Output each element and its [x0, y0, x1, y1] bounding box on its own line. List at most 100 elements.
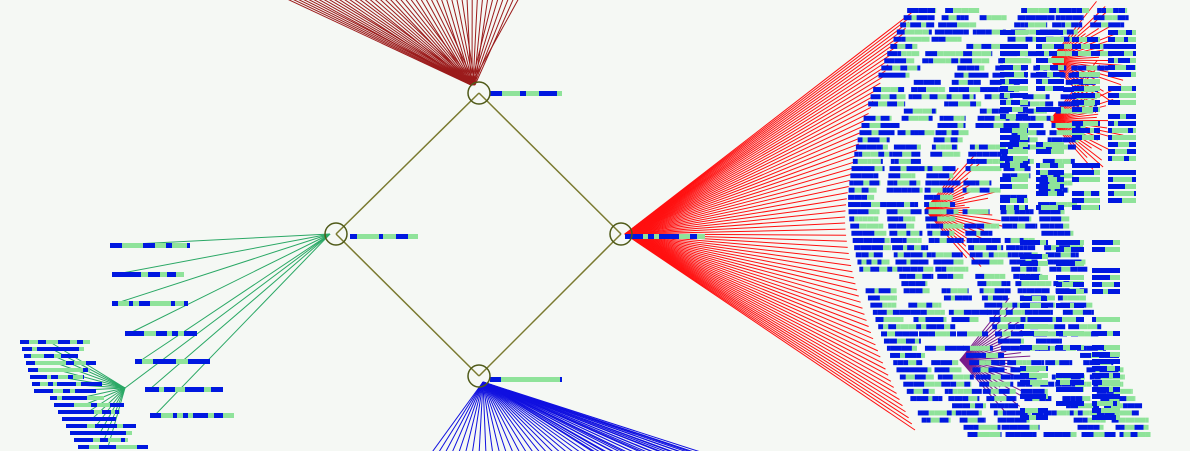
leaf-label-segment [1023, 107, 1028, 112]
leaf-label-segment [1014, 205, 1019, 210]
right-cluster-edge [624, 82, 881, 235]
leaf-label-segment [1108, 289, 1120, 294]
leaf-label-segment [53, 382, 57, 386]
leaf-label [1108, 191, 1136, 196]
leaf-label-segment [997, 410, 1003, 416]
leaf-label-segment [904, 29, 915, 35]
leaf-label-segment [156, 331, 167, 336]
leaf-label-segment [1006, 65, 1013, 70]
hub-node-bottom[interactable] [467, 364, 491, 388]
leaf-label-segment [989, 381, 1002, 387]
leaf-label-segment [1020, 366, 1026, 371]
leaf-label-segment [211, 387, 217, 392]
leaf-label-segment [1069, 410, 1074, 416]
leaf-label-segment [1036, 205, 1041, 210]
leaf-label-segment [949, 173, 954, 179]
leaf-label-segment [866, 223, 879, 229]
leaf-label-segment [962, 403, 971, 409]
leaf-label [1011, 266, 1041, 272]
leaf-label-segment [933, 317, 944, 323]
leaf-label [890, 43, 918, 49]
leaf-label-segment [962, 209, 968, 215]
leaf-label-segment [1038, 261, 1042, 266]
leaf-label [1000, 93, 1028, 98]
leaf-label-segment [1046, 22, 1048, 28]
leaf-label-segment [1049, 266, 1057, 272]
leaf-label-segment [1090, 22, 1102, 28]
leaf-label-segment [979, 309, 988, 315]
leaf-label [1092, 331, 1120, 336]
leaf-label-segment [57, 396, 62, 400]
hub-node-left[interactable] [324, 222, 348, 246]
hub-node-top[interactable] [467, 81, 491, 105]
leaf-label-segment [979, 180, 990, 186]
leaf-label-segment [963, 180, 976, 186]
leaf-label-segment [1042, 324, 1055, 330]
leaf-label-segment [1012, 128, 1016, 133]
leaf-label-segment [1028, 394, 1036, 399]
leaf-label [850, 173, 879, 179]
leaf-label-segment [1054, 324, 1066, 330]
leaf-label-segment [946, 94, 952, 100]
leaf-label-segment [1029, 29, 1040, 35]
leaf-label-segment [912, 94, 922, 100]
leaf-label-segment [1110, 352, 1120, 357]
leaf-label-segment [1121, 86, 1132, 91]
leaf-label-segment [1118, 58, 1130, 63]
leaf-label [1036, 107, 1064, 112]
leaf-label-segment [944, 29, 953, 35]
leaf-label-segment [924, 381, 935, 387]
leaf-label-segment [968, 151, 977, 157]
leaf-label-segment [1036, 72, 1047, 77]
leaf-label [1000, 205, 1028, 210]
leaf-label-segment [1071, 180, 1073, 186]
leaf-label-segment [991, 43, 1001, 49]
leaf-label-segment [953, 259, 958, 265]
leaf-label-segment [934, 309, 941, 315]
leaf-label [24, 354, 78, 358]
leaf-label [890, 352, 926, 358]
hub-node-right[interactable] [609, 222, 633, 246]
leaf-label-segment [1014, 432, 1021, 437]
leaf-label [924, 187, 954, 193]
leaf-label-segment [61, 354, 68, 358]
leaf-label-segment [1126, 65, 1135, 70]
top-cluster-edge [323, 0, 474, 86]
leaf-label [903, 288, 930, 294]
leaf-label-segment [108, 431, 113, 435]
leaf-label [910, 396, 943, 402]
leaf-label-segment [1054, 65, 1058, 70]
leaf-label [28, 368, 90, 372]
leaf-label-segment [896, 324, 901, 330]
leaf-label [1072, 198, 1100, 203]
leaf-label-segment [863, 237, 873, 243]
leaf-label-segment [1043, 107, 1049, 112]
leaf-label-segment [953, 115, 961, 121]
leaf-label-segment [1008, 86, 1019, 91]
leaf-label-segment [1060, 209, 1065, 215]
leaf-label-segment [1000, 184, 1008, 189]
leaf-label-segment [976, 101, 982, 107]
leaf-label-segment [910, 158, 921, 164]
leaf-label-segment [958, 79, 968, 85]
leaf-label [893, 252, 932, 258]
leaf-label-segment [1036, 170, 1040, 175]
leaf-label [852, 158, 883, 164]
leaf-label-segment [949, 166, 956, 172]
leaf-label-segment [902, 151, 912, 157]
leaf-label-segment [998, 388, 1010, 394]
leaf-label [1036, 79, 1064, 84]
leaf-label-segment [955, 223, 964, 229]
leaf-label-segment [670, 234, 679, 239]
leaf-label [1056, 401, 1084, 406]
leaf-label-segment [1045, 94, 1050, 100]
leaf-label-segment [1108, 93, 1119, 98]
leaf-label [875, 317, 904, 323]
leaf-label-segment [986, 352, 999, 358]
leaf-label-segment [1002, 295, 1008, 301]
leaf-label [58, 410, 120, 414]
leaf-label [125, 331, 197, 336]
leaf-label-segment [912, 43, 918, 49]
leaf-label-segment [1132, 100, 1136, 105]
leaf-label-segment [962, 187, 967, 193]
